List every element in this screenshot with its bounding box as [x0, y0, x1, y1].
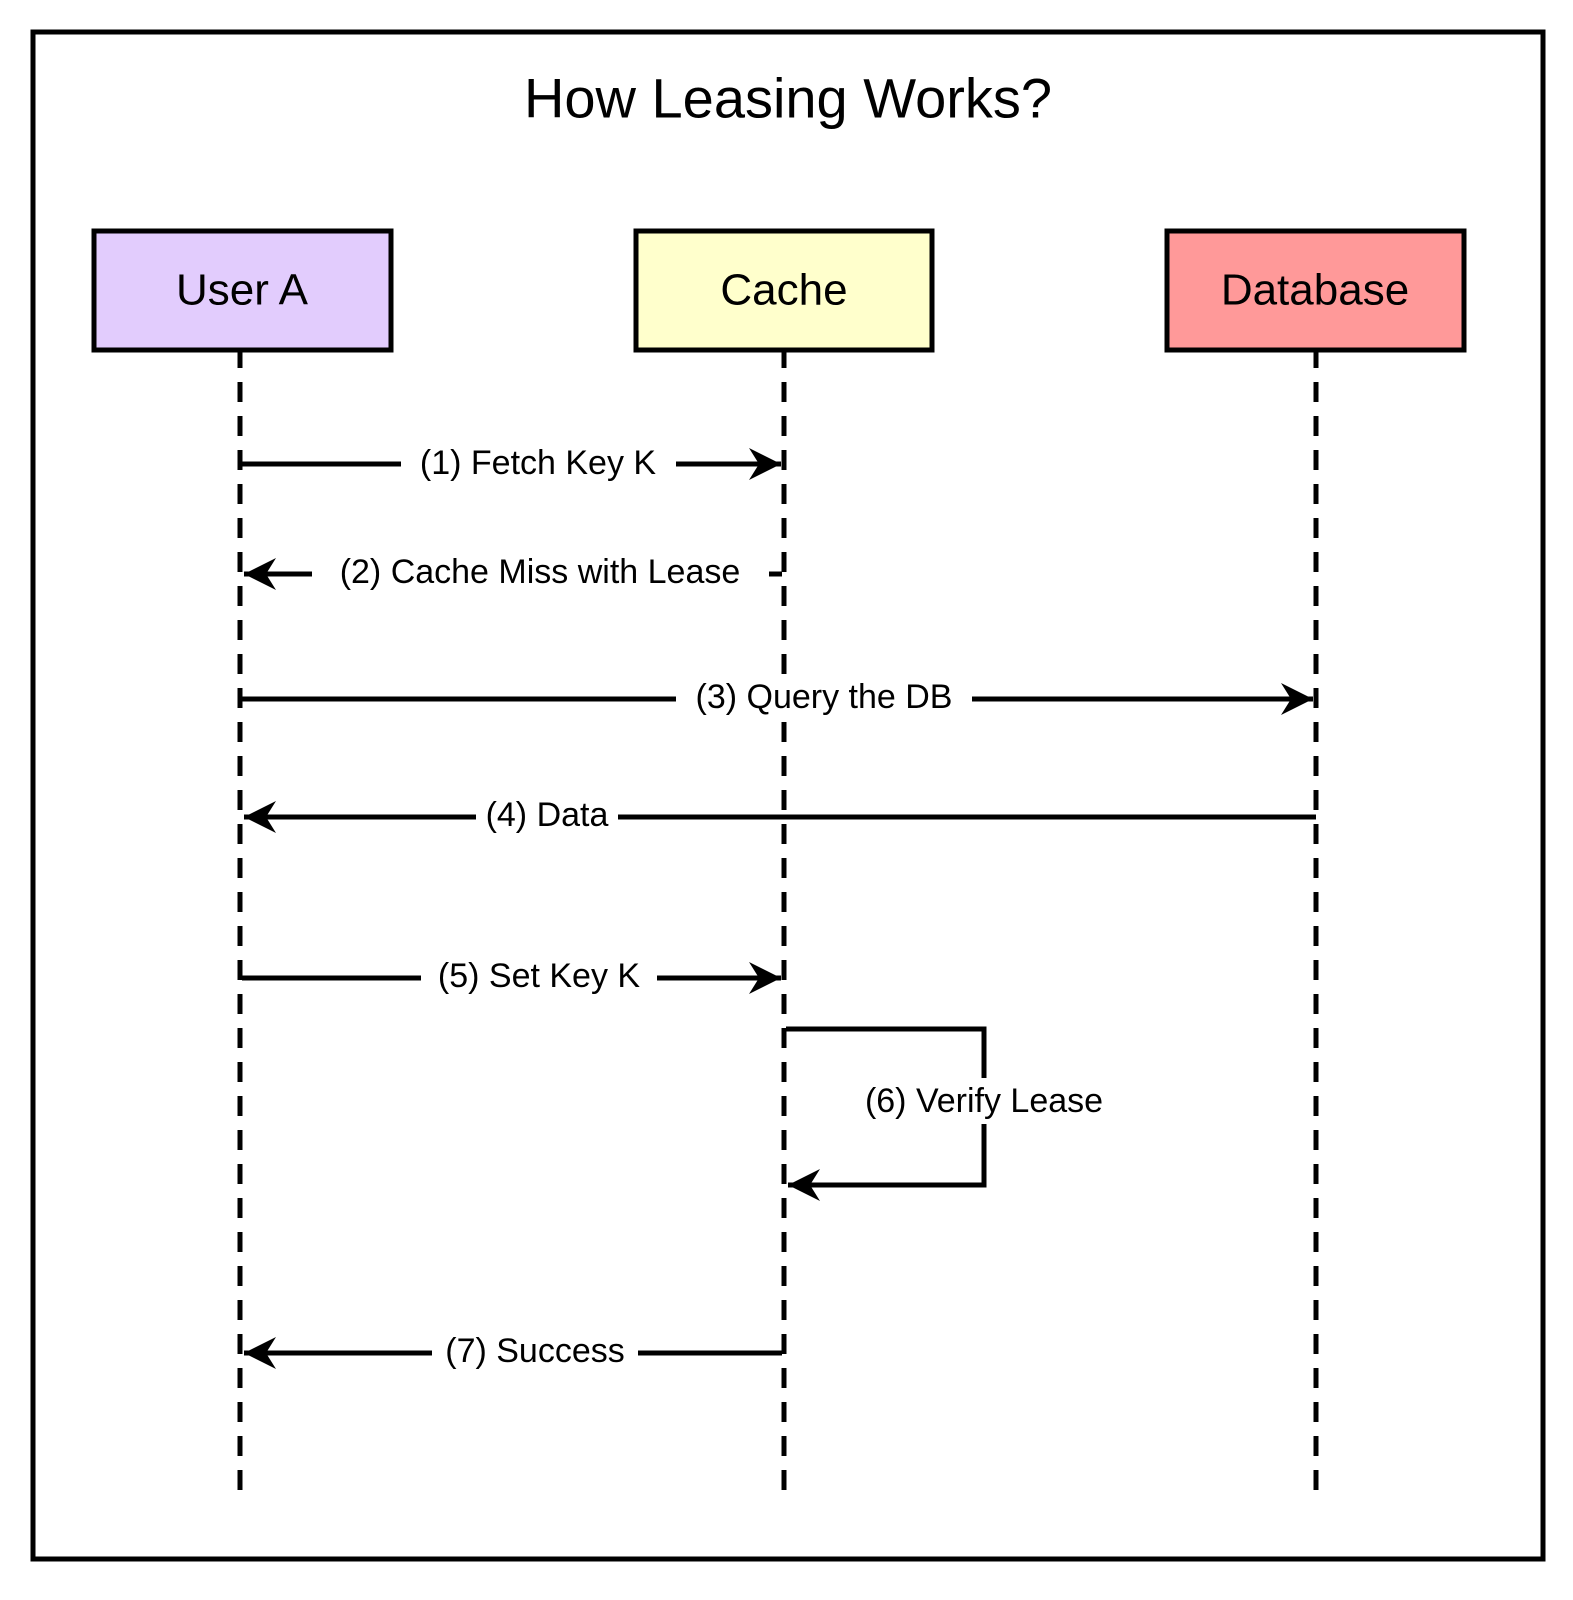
label-bg-7: [432, 1328, 638, 1374]
message-6: (6) Verify Lease: [786, 1026, 1120, 1201]
actor-box-user-a: [91, 228, 394, 353]
label-bg-5: [421, 953, 657, 999]
actor-label-cache: Cache: [720, 266, 847, 315]
message-7: (7) Success: [244, 1328, 782, 1374]
message-label-4: (4) Data: [486, 796, 609, 834]
message-label-3: (3) Query the DB: [696, 678, 953, 716]
message-4: (4) Data: [244, 792, 1316, 838]
message-3: (3) Query the DB: [242, 674, 1313, 720]
label-bg-2: [312, 549, 769, 595]
message-label-6: (6) Verify Lease: [865, 1082, 1103, 1120]
actor-box-database: [1164, 228, 1467, 353]
label-bg-4: [476, 792, 618, 838]
diagram-title: How Leasing Works?: [524, 67, 1052, 130]
actor-user-a: User A: [91, 228, 394, 353]
message-label-1: (1) Fetch Key K: [420, 444, 657, 482]
actor-cache: Cache: [633, 228, 935, 353]
actor-label-database: Database: [1221, 266, 1409, 315]
actor-label-user-a: User A: [176, 266, 309, 315]
message-label-5: (5) Set Key K: [438, 957, 641, 995]
message-5: (5) Set Key K: [242, 953, 781, 999]
actor-box-cache: [633, 228, 935, 353]
label-bg-1: [401, 440, 676, 486]
actor-database: Database: [1164, 228, 1467, 353]
message-2: (2) Cache Miss with Lease: [244, 549, 782, 595]
message-1: (1) Fetch Key K: [242, 440, 781, 486]
message-label-7: (7) Success: [445, 1332, 625, 1370]
label-bg-6: [848, 1078, 1120, 1124]
label-bg-3: [676, 674, 972, 720]
message-label-2: (2) Cache Miss with Lease: [340, 553, 741, 591]
